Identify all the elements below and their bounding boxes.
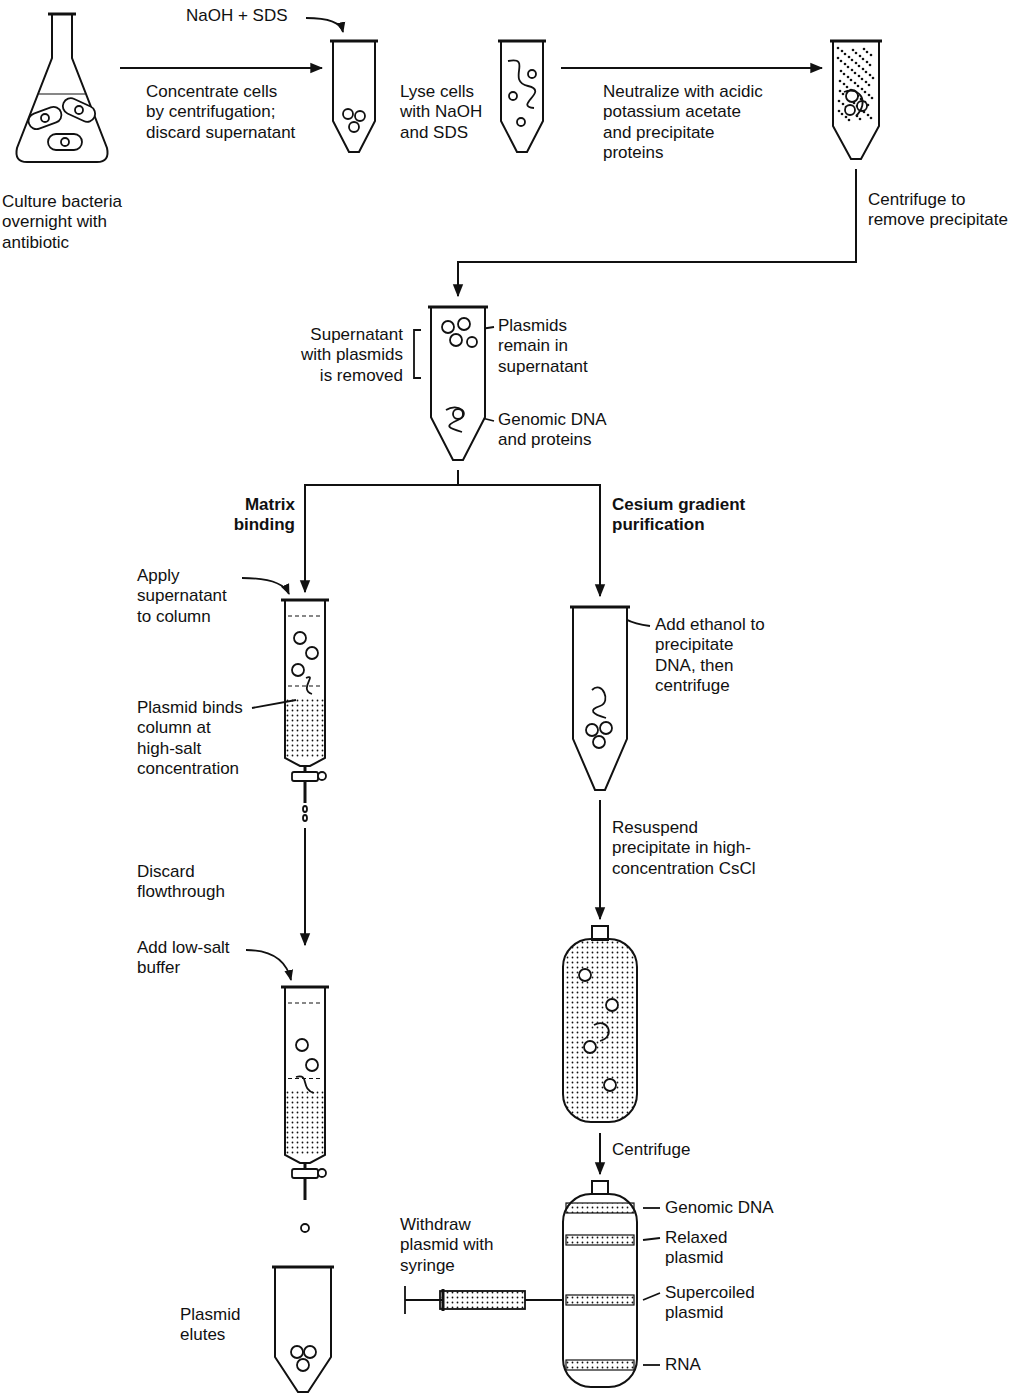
vessel-label: Genomic DNA xyxy=(665,1198,774,1218)
vessel-drawing xyxy=(12,10,112,165)
eluate-tube: Plasmid elutes xyxy=(272,1262,334,1394)
vessel-label: Supernatant with plasmids is removed xyxy=(293,325,403,386)
vessel-drawing xyxy=(280,598,330,803)
drop xyxy=(301,1224,309,1232)
flow-arrow xyxy=(305,470,458,592)
vessel-label: RNA xyxy=(665,1355,701,1375)
vessel-label: Supercoiled plasmid xyxy=(665,1283,765,1324)
flow-arrow xyxy=(599,1133,601,1174)
vessel-label: Plasmid elutes xyxy=(180,1305,260,1346)
vessel-label: NaOH + SDS xyxy=(186,6,288,26)
neutralized-tube: Centrifuge to remove precipitate xyxy=(830,36,882,161)
culture-flask: Culture bacteria overnight with antibiot… xyxy=(12,10,112,165)
vessel-label: Genomic DNA and proteins xyxy=(498,410,618,451)
pellet-tube: NaOH + SDS xyxy=(330,36,378,154)
vessel-label: Plasmids remain in supernatant xyxy=(498,316,598,377)
leader-arrow xyxy=(242,578,289,594)
step-label: Neutralize with acidic potassium acetate… xyxy=(603,82,763,164)
vessel-label: Culture bacteria overnight with antibiot… xyxy=(2,192,152,253)
flow-arrow xyxy=(458,470,600,596)
gradient-tube: Genomic DNARelaxed plasmidSupercoiled pl… xyxy=(560,1180,640,1390)
flow-arrow xyxy=(561,67,822,69)
leader-line xyxy=(643,1238,660,1240)
flow-arrow xyxy=(599,800,601,919)
vessel-drawing xyxy=(330,36,378,154)
vessel-drawing xyxy=(560,925,640,1125)
vessel-label: Plasmid binds column at high-salt concen… xyxy=(137,698,249,780)
bracket xyxy=(414,330,421,378)
callout-label: Withdraw plasmid with syringe xyxy=(400,1215,515,1276)
vessel-label: Add low-salt buffer xyxy=(137,938,242,979)
vessel-label: Lyse cells with NaOH and SDS xyxy=(400,82,490,143)
vessel-label: Centrifuge xyxy=(612,1140,690,1160)
drop xyxy=(303,806,307,812)
flow-arrow xyxy=(120,67,322,69)
leader-arrow xyxy=(246,950,291,980)
cscl-tube: Centrifuge xyxy=(560,925,640,1125)
vessel-label: Centrifuge to remove precipitate xyxy=(868,190,1020,231)
step-label: Discard flowthrough xyxy=(137,862,247,903)
flow-arrow xyxy=(304,828,306,945)
lysis-tube: Lyse cells with NaOH and SDS xyxy=(498,36,546,154)
vessel-drawing xyxy=(428,302,488,462)
branch-label: Matrix binding xyxy=(203,495,295,536)
leader-line xyxy=(643,1364,660,1366)
branch-label: Cesium gradient purification xyxy=(612,495,782,536)
vessel-drawing xyxy=(830,36,882,161)
leader-arrow xyxy=(306,18,343,32)
vessel-label: Apply supernatant to column xyxy=(137,566,237,627)
leader-line xyxy=(643,1293,660,1300)
step-label: Resuspend precipitate in high-concentrat… xyxy=(612,818,772,879)
vessel-drawing xyxy=(570,602,630,792)
cleared-lysate-tube: Supernatant with plasmids is removedPlas… xyxy=(428,302,488,462)
vessel-drawing xyxy=(280,985,330,1200)
elution-column: Add low-salt buffer xyxy=(280,985,330,1200)
binding-column: Apply supernatant to columnPlasmid binds… xyxy=(280,598,330,803)
vessel-drawing xyxy=(498,36,546,154)
vessel-label: Add ethanol to precipitate DNA, then cen… xyxy=(655,615,765,697)
vessel-drawing xyxy=(272,1262,334,1394)
ethanol-tube: Add ethanol to precipitate DNA, then cen… xyxy=(570,602,630,792)
drop xyxy=(303,815,307,821)
leader-line xyxy=(643,1207,660,1209)
vessel-drawing xyxy=(560,1180,640,1390)
step-label: Concentrate cells by centrifugation; dis… xyxy=(146,82,299,143)
flow-arrow xyxy=(458,169,856,296)
vessel-label: Relaxed plasmid xyxy=(665,1228,745,1269)
